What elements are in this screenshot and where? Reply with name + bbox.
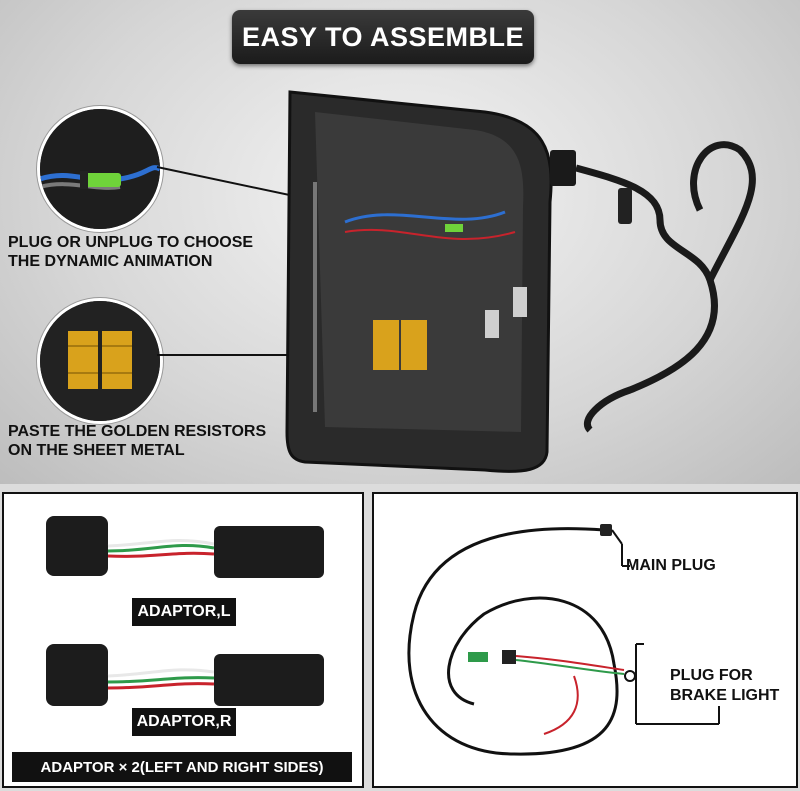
- adaptor-footer-label: ADAPTOR × 2(LEFT AND RIGHT SIDES): [12, 752, 352, 782]
- brake-light-label-line2: BRAKE LIGHT: [670, 687, 780, 704]
- plug-callout-line1: PLUG OR UNPLUG TO CHOOSE: [8, 234, 254, 251]
- product-photo-area: EASY TO ASSEMBLE PLUG OR UNPLUG TO CHO: [0, 0, 800, 484]
- tail-light-image: [285, 90, 553, 473]
- adaptor-right-label: ADAPTOR,R: [132, 708, 236, 736]
- harness-panel: MAIN PLUG PLUG FOR BRAKE LIGHT: [372, 492, 798, 788]
- adaptors-panel: ADAPTOR,L ADAPTOR,R ADAPTOR × 2(LEFT AND…: [2, 492, 364, 788]
- adaptor-right-image: [46, 644, 324, 706]
- resistor-callout: PASTE THE GOLDEN RESISTORS ON THE SHEET …: [8, 422, 266, 460]
- plug-zoom-image: [37, 106, 163, 232]
- brake-light-label-line1: PLUG FOR: [670, 667, 753, 684]
- main-plug-label: MAIN PLUG: [626, 557, 716, 574]
- page-title: EASY TO ASSEMBLE: [232, 10, 534, 64]
- adaptor-left-image: [46, 516, 324, 578]
- resistor-callout-line1: PASTE THE GOLDEN RESISTORS: [8, 423, 267, 440]
- brake-harness-image: [407, 524, 720, 756]
- resistor-callout-line2: ON THE SHEET METAL: [8, 442, 185, 459]
- plug-callout-line2: THE DYNAMIC ANIMATION: [8, 253, 213, 270]
- plug-callout: PLUG OR UNPLUG TO CHOOSE THE DYNAMIC ANI…: [8, 233, 253, 271]
- harness-cable-image: [550, 141, 756, 433]
- adaptor-left-label: ADAPTOR,L: [132, 598, 236, 626]
- brake-light-label: PLUG FOR BRAKE LIGHT: [670, 666, 779, 706]
- resistor-zoom-image: [37, 298, 163, 424]
